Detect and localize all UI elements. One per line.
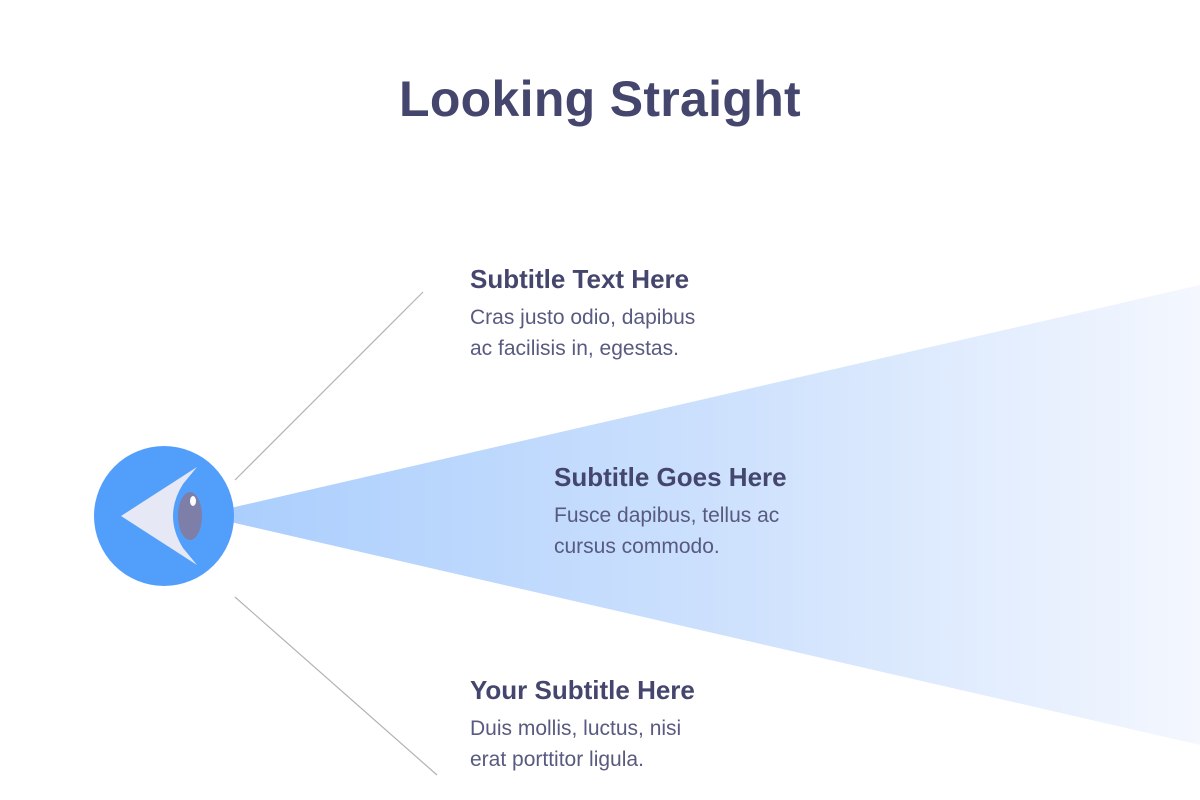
text-block-2: Subtitle Goes Here Fusce dapibus, tellus… — [554, 462, 787, 562]
body-text-1: Cras justo odio, dapibus ac facilisis in… — [470, 302, 695, 364]
subtitle-1: Subtitle Text Here — [470, 264, 690, 294]
connector-line-top — [234, 291, 424, 481]
body-line: cursus commodo. — [554, 535, 720, 558]
body-line: Fusce dapibus, tellus ac — [554, 504, 780, 527]
text-block-3: Your Subtitle Here Duis mollis, luctus, … — [470, 675, 695, 775]
body-line: erat porttitor ligula. — [470, 748, 644, 771]
eye-icon — [94, 446, 234, 586]
body-line: Cras justo odio, dapibus — [470, 306, 696, 329]
body-line: Duis mollis, luctus, nisi — [470, 717, 682, 740]
view-beam — [200, 285, 1200, 745]
slide-title: Looking Straight — [399, 71, 801, 127]
body-text-3: Duis mollis, luctus, nisi erat porttitor… — [470, 713, 695, 775]
connector-line-bottom — [234, 596, 438, 776]
subtitle-2: Subtitle Goes Here — [554, 462, 787, 492]
text-block-1: Subtitle Text Here Cras justo odio, dapi… — [470, 264, 695, 364]
subtitle-3: Your Subtitle Here — [470, 675, 695, 705]
body-line: ac facilisis in, egestas. — [470, 337, 679, 360]
body-text-2: Fusce dapibus, tellus ac cursus commodo. — [554, 500, 787, 562]
